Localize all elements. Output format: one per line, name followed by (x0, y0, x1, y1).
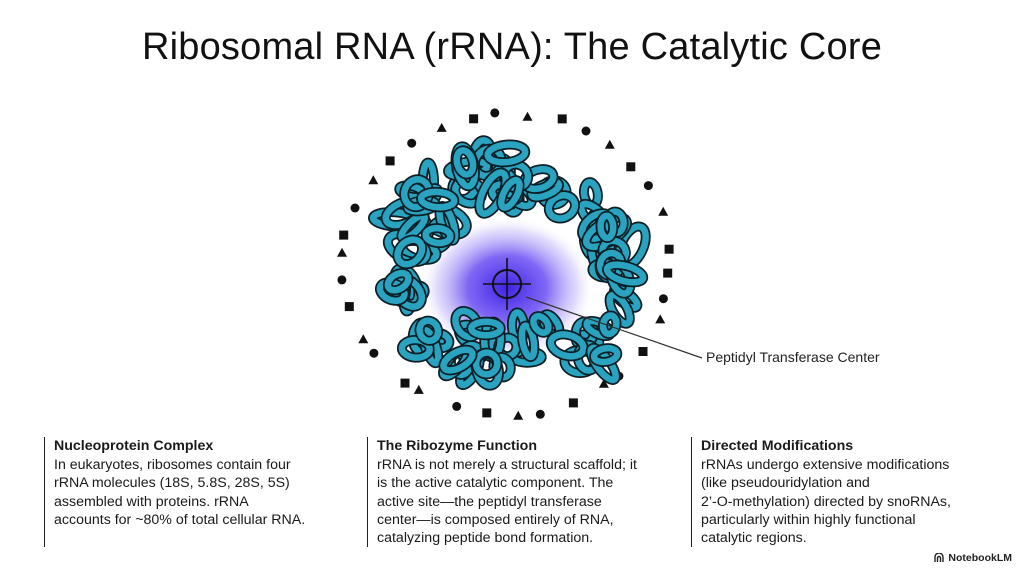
large-subunit-rrna (368, 135, 651, 329)
square-marker (557, 114, 567, 124)
rrna-coil (518, 322, 538, 361)
square-marker (482, 408, 492, 418)
triangle-marker (413, 384, 424, 394)
square-marker (400, 378, 410, 388)
square-marker (626, 162, 636, 172)
rrna-coil (603, 261, 647, 286)
circle-marker (658, 294, 668, 304)
square-marker (469, 114, 479, 124)
column-line: rRNAs undergo extensive modifications (701, 457, 950, 474)
triangle-marker (337, 247, 347, 257)
square-marker (344, 302, 354, 312)
square-marker (664, 244, 674, 254)
triangle-marker (598, 378, 609, 388)
rrna-coil (422, 224, 454, 247)
square-marker (638, 347, 648, 356)
rrna-coil (394, 236, 426, 268)
triangle-marker (655, 314, 666, 324)
rrna-coil (530, 312, 552, 336)
column-line: rRNA molecules (18S, 5.8S, 28S, 5S) (54, 475, 290, 492)
triangle-marker (658, 206, 669, 216)
rrna-coil (498, 176, 523, 211)
column-heading: Directed Modifications (701, 438, 854, 454)
column-line: assembled with proteins. rRNA (54, 493, 249, 510)
triangle-marker (522, 111, 533, 121)
column-line: catalytic regions. (701, 530, 807, 547)
square-marker (663, 268, 673, 278)
rrna-coil (597, 212, 617, 242)
rrna-coil (417, 188, 458, 211)
rrna-coil (545, 192, 579, 222)
circle-marker (452, 401, 462, 411)
peptidyl-transferase-label: Peptidyl Transferase Center (706, 349, 880, 365)
circle-marker (643, 181, 653, 191)
circle-marker (407, 138, 417, 148)
triangle-marker (368, 175, 379, 185)
rrna-coil (398, 212, 428, 242)
circle-marker (490, 108, 500, 118)
column-heading: Nucleoprotein Complex (54, 438, 214, 454)
rrna-coil (472, 349, 501, 378)
rrna-coil (590, 344, 621, 366)
rrna-coil (440, 346, 476, 374)
rrna-coil (547, 331, 587, 360)
rrna-coil (416, 317, 442, 344)
column-line: active site—the peptidyl transferase (377, 493, 602, 510)
circle-marker (535, 409, 545, 419)
triangle-marker (358, 334, 369, 344)
column-ribozyme: The Ribozyme Function rRNA is not merely… (367, 437, 677, 547)
column-line: (like pseudouridylation and (701, 475, 870, 492)
rrna-coil (398, 336, 433, 361)
crosshair-icon (483, 258, 531, 310)
page-title: Ribosomal RNA (rRNA): The Catalytic Core (141, 26, 883, 68)
ribosome-figure (300, 92, 720, 422)
triangle-marker (436, 122, 447, 132)
brand-label: NotebookLM (948, 552, 1012, 564)
column-line: is the active catalytic component. The (377, 475, 614, 492)
column-line: particularly within highly functional (701, 511, 916, 528)
rrna-coil (453, 147, 477, 178)
column-line: 2’-O-methylation) directed by snoRNAs, (701, 493, 951, 510)
circle-marker (337, 275, 347, 285)
protein-markers (337, 108, 674, 420)
triangle-marker (513, 410, 524, 420)
rrna-coil (468, 318, 504, 339)
notebooklm-brand: NotebookLM (934, 552, 1012, 564)
circle-marker (350, 203, 360, 213)
rrna-coil (384, 269, 412, 294)
triangle-marker (604, 139, 615, 149)
rrna-coil (376, 278, 408, 305)
circle-marker (581, 126, 591, 136)
column-line: accounts for ~80% of total cellular RNA. (54, 511, 306, 528)
small-subunit-rrna (396, 306, 623, 391)
square-marker (385, 156, 395, 166)
column-modifications: Directed Modifications rRNAs undergo ext… (691, 437, 1001, 547)
column-line: rRNA is not merely a structural scaffold… (377, 457, 637, 474)
column-line: In eukaryotes, ribosomes contain four (54, 457, 291, 474)
square-marker (339, 230, 349, 240)
column-nucleoprotein: Nucleoprotein Complex In eukaryotes, rib… (44, 437, 354, 547)
column-heading: The Ribozyme Function (377, 438, 538, 454)
notebooklm-logo-icon (934, 553, 945, 562)
column-line: catalyzing peptide bond formation. (377, 530, 594, 547)
circle-marker (369, 348, 379, 358)
column-line: center—is composed entirely of RNA, (377, 511, 614, 528)
rrna-coil (484, 141, 529, 166)
square-marker (568, 398, 578, 408)
ribosome-illustration (337, 108, 703, 420)
callout-leader-line (525, 296, 703, 359)
